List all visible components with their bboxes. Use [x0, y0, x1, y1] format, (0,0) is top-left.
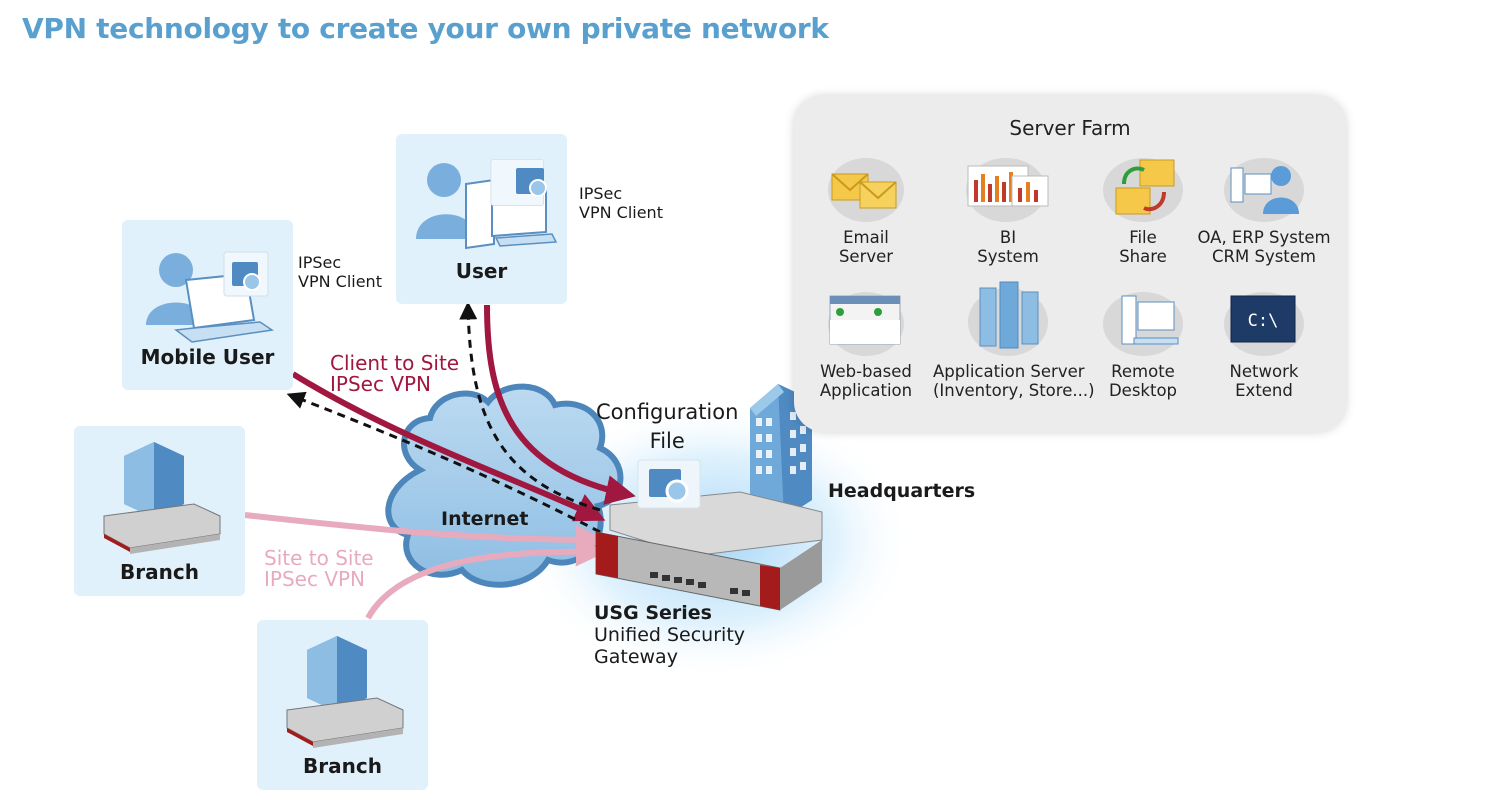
branch-node-2: Branch — [257, 620, 428, 790]
server-farm-item-app-server: Application Server (Inventory, Store...) — [933, 278, 1095, 400]
email-icon — [828, 158, 904, 222]
branch-label-2: Branch — [303, 754, 382, 778]
site-to-site-label: Site to Site IPSec VPN — [264, 546, 374, 591]
headquarters-label: Headquarters — [828, 480, 976, 502]
page-title: VPN technology to create your own privat… — [22, 12, 829, 45]
site-to-site-arrow-1 — [244, 512, 606, 555]
chart-icon — [966, 158, 1049, 222]
branch-label-1: Branch — [120, 560, 199, 584]
file-share-icon — [1103, 158, 1183, 222]
mobile-user-vpn-client-note: IPSec VPN Client — [298, 253, 382, 291]
headquarters-building-icon — [750, 384, 812, 518]
server-farm-item-erp: OA, ERP System CRM System — [1189, 154, 1339, 266]
client-to-site-arrow-user — [484, 304, 636, 505]
server-farm-title: Server Farm — [1009, 116, 1131, 140]
branch-building-icon — [286, 636, 404, 748]
usg-label: USG Series Unified Security Gateway — [594, 602, 746, 668]
client-to-site-label: Client to Site IPSec VPN — [330, 351, 460, 396]
mobile-user-label: Mobile User — [140, 345, 275, 369]
config-file-label: Configuration File — [596, 400, 739, 453]
user-desktop-icon — [416, 159, 558, 250]
config-file-icon — [637, 459, 701, 509]
site-to-site-arrow-2 — [365, 536, 606, 620]
web-app-icon — [828, 292, 904, 356]
terminal-prompt-text: C:\ — [1248, 311, 1279, 331]
user-vpn-client-note: IPSec VPN Client — [579, 184, 663, 222]
config-arrow-user — [459, 301, 601, 512]
server-farm-item-web-app: Web-based Application — [791, 288, 941, 400]
server-farm-item-remote-desktop: Remote Desktop — [1068, 288, 1218, 400]
server-farm-item-network-extend: C:\ Network Extend — [1189, 288, 1339, 400]
user-label: User — [455, 259, 508, 283]
branch-building-icon — [103, 442, 221, 554]
erp-icon — [1224, 158, 1304, 222]
server-farm-panel: Server Farm Email Server BI Sy — [794, 96, 1346, 432]
app-server-icon — [968, 281, 1048, 356]
server-farm-item-bi: BI System — [933, 154, 1083, 266]
server-farm-item-file-share: File Share — [1068, 154, 1218, 266]
mobile-user-node: Mobile User — [122, 220, 293, 390]
terminal-icon: C:\ — [1224, 292, 1304, 356]
internet-label: Internet — [441, 508, 529, 530]
branch-node-1: Branch — [74, 426, 245, 596]
mobile-user-laptop-icon — [146, 251, 275, 343]
user-node: User — [396, 134, 567, 304]
remote-desktop-icon — [1103, 292, 1183, 356]
server-farm-item-email: Email Server — [791, 154, 941, 266]
config-arrow-mobile — [286, 391, 601, 534]
client-to-site-arrow-mobile — [291, 371, 606, 522]
